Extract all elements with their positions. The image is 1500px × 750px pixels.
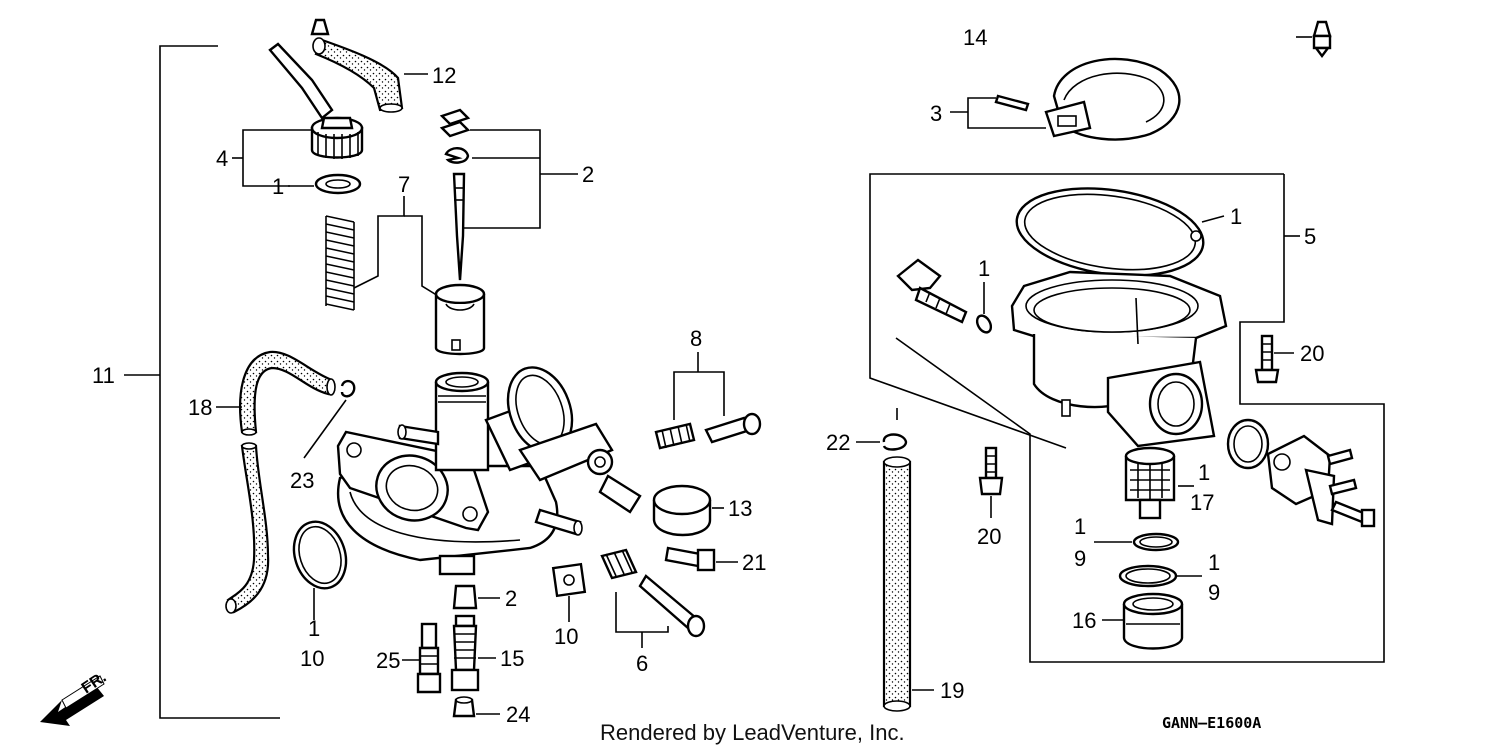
bracket-11 [124,45,280,719]
callout-20-right: 20 [1300,341,1324,366]
callout-15: 15 [500,646,524,671]
callout-24: 24 [506,702,530,727]
callout-1-washer: 1 [272,174,284,199]
screw-21 [664,546,738,572]
filter-17 [1124,446,1194,520]
drain-screw [896,258,993,334]
callout-17: 17 [1190,490,1214,515]
o-ring-10-left [292,520,348,620]
callout-1-oring-lower: 1 [1208,550,1220,575]
callout-9-lower: 9 [1208,580,1220,605]
top-cap-4 [268,42,364,159]
float-valve-14 [310,18,1332,58]
callout-1-gasket: 1 [1230,204,1242,229]
callout-11: 11 [92,363,115,388]
callout-7: 7 [398,172,410,197]
diagram-code: GANN–E1600A [1162,714,1261,732]
callout-21: 21 [742,550,766,575]
float-3 [994,57,1181,141]
callout-13: 13 [728,496,752,521]
footer-credit: Rendered by LeadVenture, Inc. [600,720,905,745]
callout-22: 22 [826,430,850,455]
pilot-screw-6 [600,548,706,648]
hose-clip-23 [303,379,356,459]
leader-7 [353,196,449,303]
washer-1-top [314,173,362,195]
callout-2-bottom: 2 [505,586,517,611]
callout-18: 18 [188,395,212,420]
carburetor-body [336,366,642,576]
clip-22 [856,433,908,451]
callout-5: 5 [1304,224,1316,249]
jet-25 [402,622,442,694]
spring-7 [325,214,355,311]
callout-6: 6 [636,651,648,676]
callout-19: 19 [940,678,964,703]
bowl-gasket-1 [1015,187,1225,277]
callout-12: 12 [432,63,456,88]
jet-column [450,584,500,718]
air-screw-8 [654,352,762,450]
callout-8: 8 [690,326,702,351]
callout-1-filter: 1 [1198,460,1210,485]
screw-20-lower [978,446,1004,518]
callout-10-nut: 10 [554,624,578,649]
callout-25: 25 [376,648,400,673]
fuel-cock [1226,418,1376,528]
o-ring-9-lower [1118,564,1202,588]
cup-16 [1102,592,1184,650]
drain-hose [225,442,270,614]
callout-1-drain: 1 [978,256,990,281]
cap-13 [652,484,724,537]
bracket-5 [869,173,1385,663]
jet-needle-2 [439,108,471,281]
callout-4: 4 [216,146,228,171]
bracket-3 [950,97,1046,129]
callout-1-oring-left: 1 [308,616,320,641]
screw-20-right [1254,334,1294,384]
callout-14: 14 [963,25,987,50]
callout-10-left: 10 [300,646,324,671]
o-ring-9-upper [1094,532,1180,552]
bracket-2-top [464,129,578,229]
callout-1-oring-upper: 1 [1074,514,1086,539]
callout-20-lower: 20 [977,524,1001,549]
callout-16: 16 [1072,608,1096,633]
callout-2-top: 2 [582,162,594,187]
vent-hose-18 [216,350,336,436]
fuel-hose-12 [312,37,428,113]
front-arrow: FR. [40,669,110,726]
callout-3: 3 [930,101,942,126]
callout-23: 23 [290,468,314,493]
throttle-slide [434,283,486,356]
nut-10 [551,562,587,598]
callout-9-upper: 9 [1074,546,1086,571]
float-bowl [1010,270,1228,448]
bracket-4 [232,129,312,187]
tube-19 [882,408,934,712]
